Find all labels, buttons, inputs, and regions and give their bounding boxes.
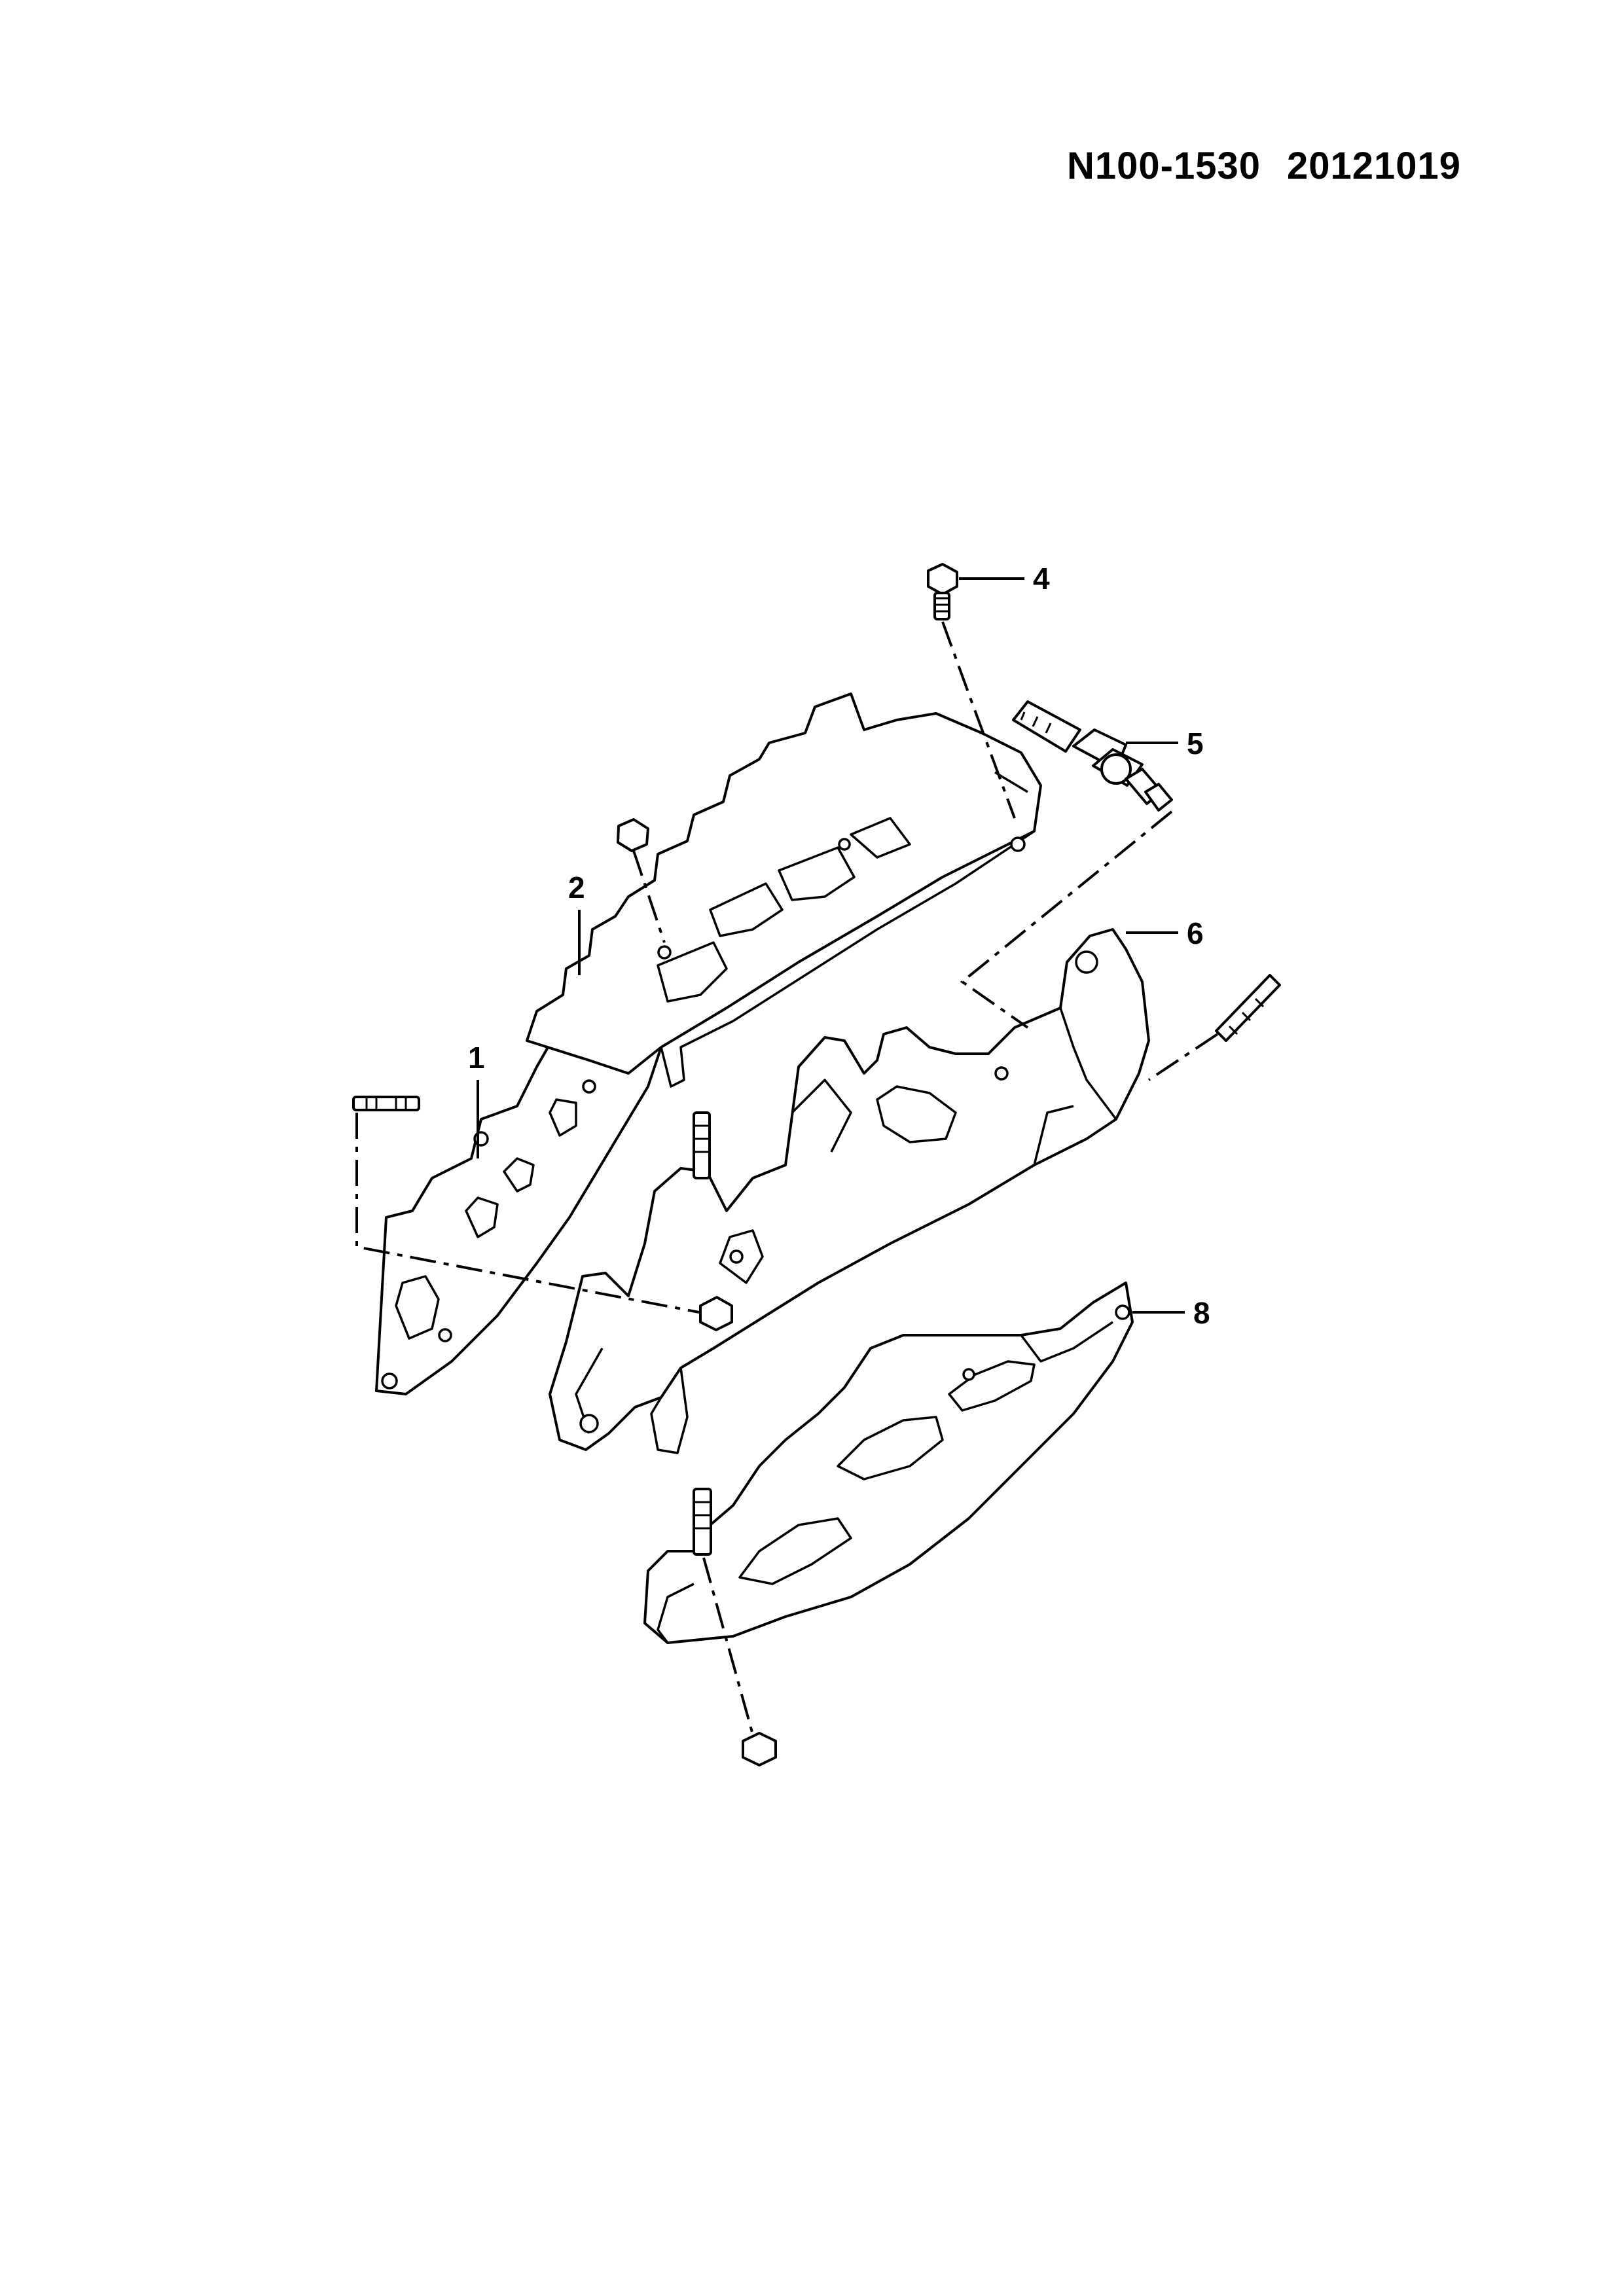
part-2-upper-heat-shield[interactable] xyxy=(526,692,1042,1088)
date-code: 20121019 xyxy=(1287,145,1462,187)
nut-middle[interactable] xyxy=(699,1296,733,1331)
callout-6: 6 xyxy=(1187,916,1204,950)
stud-left[interactable] xyxy=(352,1096,420,1111)
callout-8: 8 xyxy=(1193,1296,1210,1330)
callout-5: 5 xyxy=(1187,726,1204,761)
callout-2: 2 xyxy=(568,870,585,905)
part-8-lower-heat-shield[interactable] xyxy=(643,1282,1134,1644)
part-5-oxygen-sensor[interactable] xyxy=(1012,700,1173,812)
drawing-number: N100-1530 xyxy=(1067,145,1261,187)
assembly-centerlines xyxy=(355,621,1219,1735)
stud-center[interactable] xyxy=(693,1111,711,1179)
part-1-manifold-gasket[interactable] xyxy=(375,961,689,1395)
leader-lines xyxy=(477,577,1185,1314)
nut-lower[interactable] xyxy=(742,1732,777,1767)
callout-1: 1 xyxy=(468,1041,485,1075)
drawing-header: N100-1530 20121019 xyxy=(1067,144,1487,188)
stud-right[interactable] xyxy=(1215,974,1281,1042)
nut-upper[interactable] xyxy=(617,818,649,852)
part-4-bolt[interactable] xyxy=(927,563,958,620)
callout-4: 4 xyxy=(1033,562,1050,596)
stud-lower[interactable] xyxy=(693,1488,712,1556)
